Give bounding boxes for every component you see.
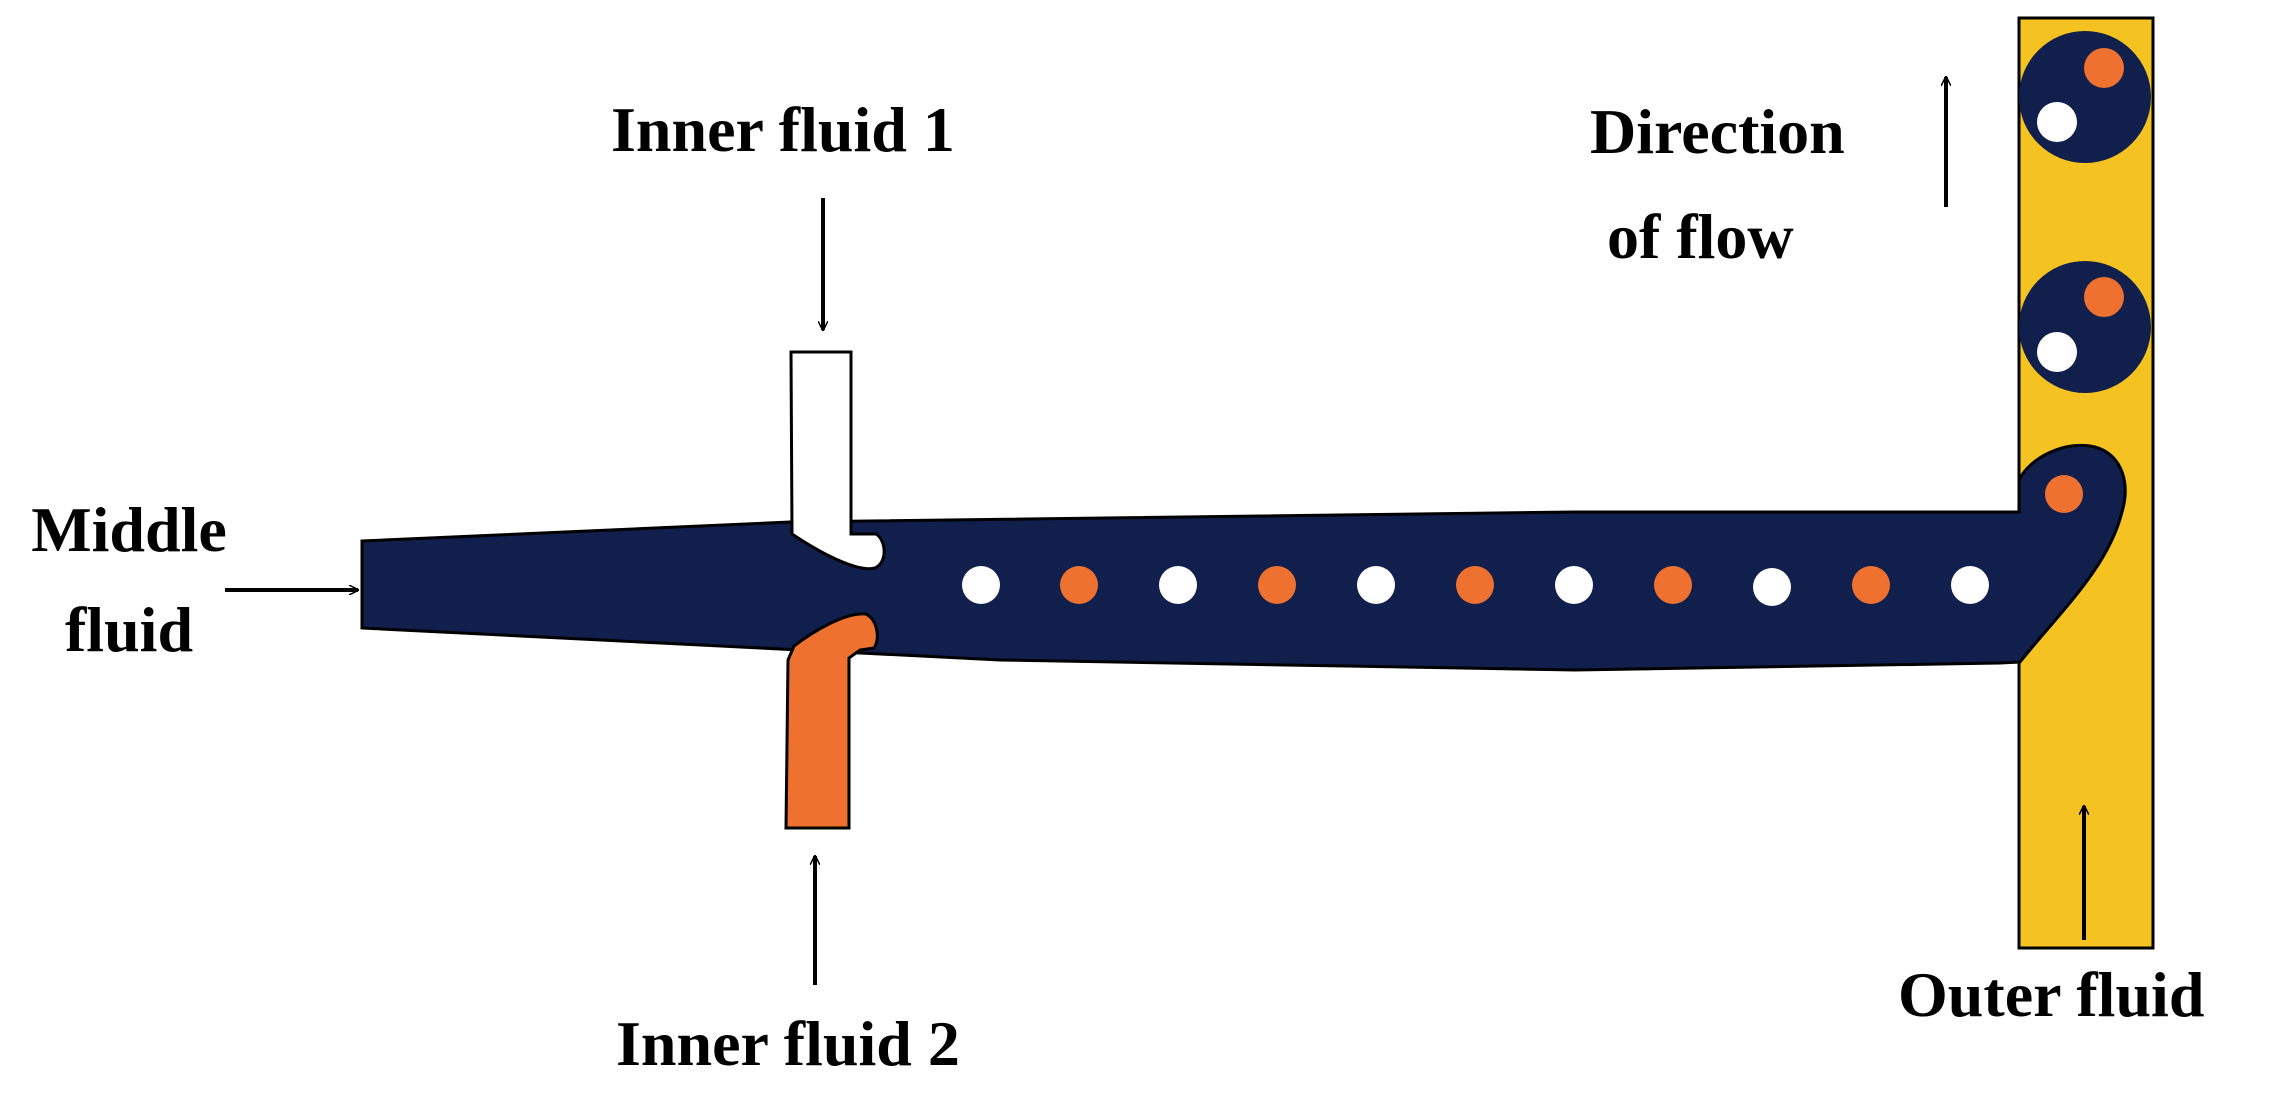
middle-fluid-label-line1: Middle (31, 494, 227, 565)
inner-fluid-2-droplet (1060, 566, 1098, 604)
droplet-train (962, 475, 2083, 606)
middle-fluid-shell (2019, 261, 2151, 393)
inner-fluid-1-inlet (789, 350, 886, 571)
direction-of-flow-label-line1: Direction (1590, 96, 1845, 167)
inner-fluid-2-core (2084, 277, 2124, 317)
inner-fluid-1-droplet (1951, 566, 1989, 604)
inner-fluid-2-droplet (2045, 475, 2083, 513)
inner-fluid-1-core (2037, 102, 2077, 142)
inner-fluid-2-inlet (784, 612, 879, 830)
inner-fluid-1-droplet (1555, 566, 1593, 604)
inner-fluid-2-droplet (1852, 566, 1890, 604)
double-emulsion-droplet (2019, 31, 2151, 163)
direction-of-flow-label-line2: of flow (1607, 201, 1794, 272)
middle-fluid-channel (360, 443, 2127, 672)
outer-fluid-label: Outer fluid (1898, 959, 2205, 1030)
middle-fluid-label-line2: fluid (64, 594, 194, 665)
inner-fluid-1-droplet (1159, 566, 1197, 604)
middle-fluid-shell (2019, 31, 2151, 163)
inner-fluid-1-label: Inner fluid 1 (611, 94, 955, 165)
inner-fluid-1-droplet (1753, 568, 1791, 606)
inner-fluid-2-label: Inner fluid 2 (616, 1008, 960, 1079)
inner-fluid-1-core (2037, 332, 2077, 372)
inner-fluid-2-droplet (1456, 566, 1494, 604)
inner-fluid-2-droplet (1654, 566, 1692, 604)
double-emulsion-droplet (2019, 261, 2151, 393)
inner-fluid-2-droplet (1258, 566, 1296, 604)
inner-fluid-1-droplet (1357, 566, 1395, 604)
inner-fluid-2-core (2084, 48, 2124, 88)
inner-fluid-1-droplet (962, 566, 1000, 604)
